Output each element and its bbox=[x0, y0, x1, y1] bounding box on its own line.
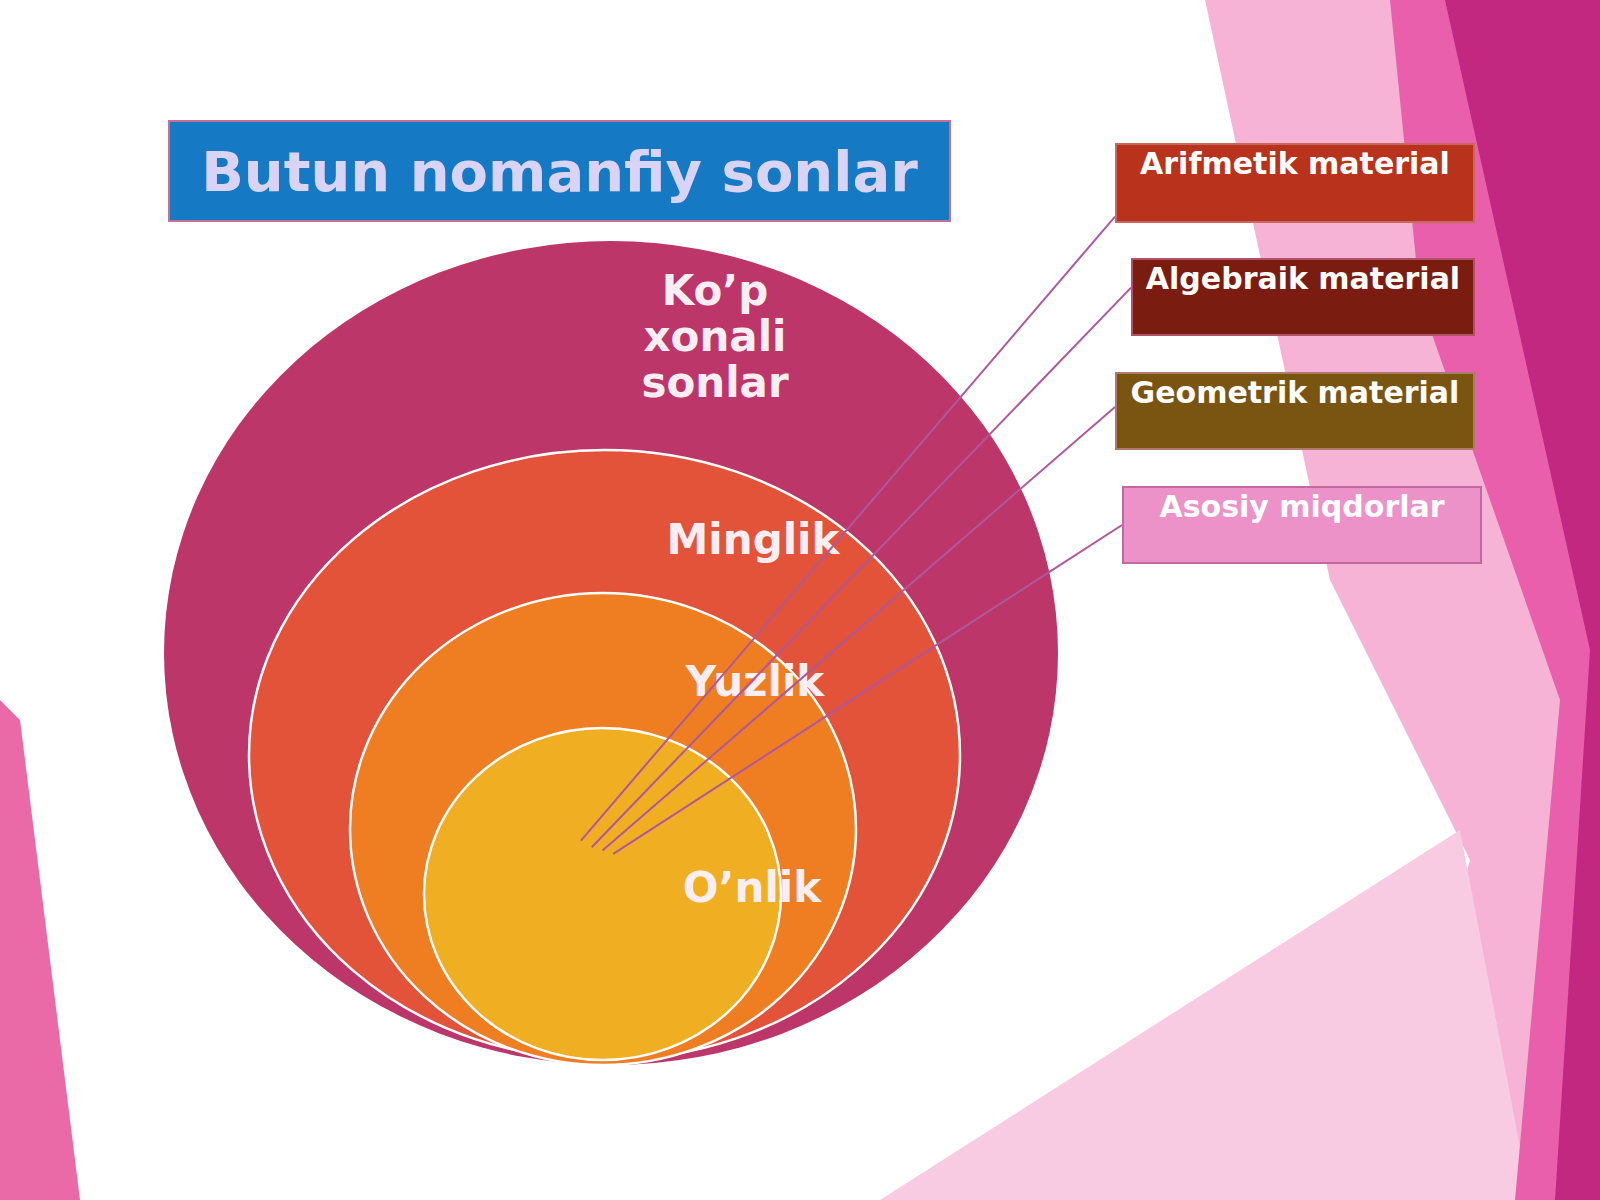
title-text: Butun nomanfiy sonlar bbox=[201, 139, 918, 204]
ring-label: Ko’p xonali sonlar bbox=[610, 268, 820, 406]
box-label: Asosiy miqdorlar bbox=[1122, 488, 1482, 525]
box-label: Geometrik material bbox=[1115, 374, 1475, 411]
category-box: Asosiy miqdorlar bbox=[1122, 486, 1482, 564]
ellipse-outline bbox=[249, 450, 960, 1060]
title-box: Butun nomanfiy sonlar bbox=[168, 120, 951, 222]
box-outline bbox=[1116, 373, 1474, 449]
core-ellipse: O’nlik bbox=[423, 727, 782, 1061]
box-label: Arifmetik material bbox=[1115, 145, 1475, 182]
ring-ellipse: YuzlikO’nlik bbox=[349, 592, 857, 1066]
decor-shape bbox=[0, 700, 80, 1200]
category-box: Arifmetik material bbox=[1115, 143, 1475, 223]
ring-label: Yuzlik bbox=[605, 659, 905, 705]
box-label: Algebraik material bbox=[1131, 260, 1475, 297]
box-outline bbox=[1123, 487, 1481, 563]
connector-line bbox=[603, 407, 1116, 850]
ring-label: Minglik bbox=[603, 517, 903, 563]
ring-label: O’nlik bbox=[602, 865, 902, 911]
box-outline bbox=[1132, 259, 1474, 335]
connector-line bbox=[613, 525, 1122, 854]
ring-ellipse: MinglikYuzlikO’nlik bbox=[248, 449, 961, 1061]
category-box: Algebraik material bbox=[1131, 258, 1475, 336]
connector-line bbox=[581, 217, 1115, 841]
ellipse-outline bbox=[164, 241, 1058, 1065]
category-box: Geometrik material bbox=[1115, 372, 1475, 450]
connector-line bbox=[592, 288, 1131, 848]
box-outline bbox=[1116, 144, 1474, 222]
outer-ellipse: Ko’p xonali sonlarMinglikYuzlikO’nlik bbox=[163, 240, 1059, 1066]
